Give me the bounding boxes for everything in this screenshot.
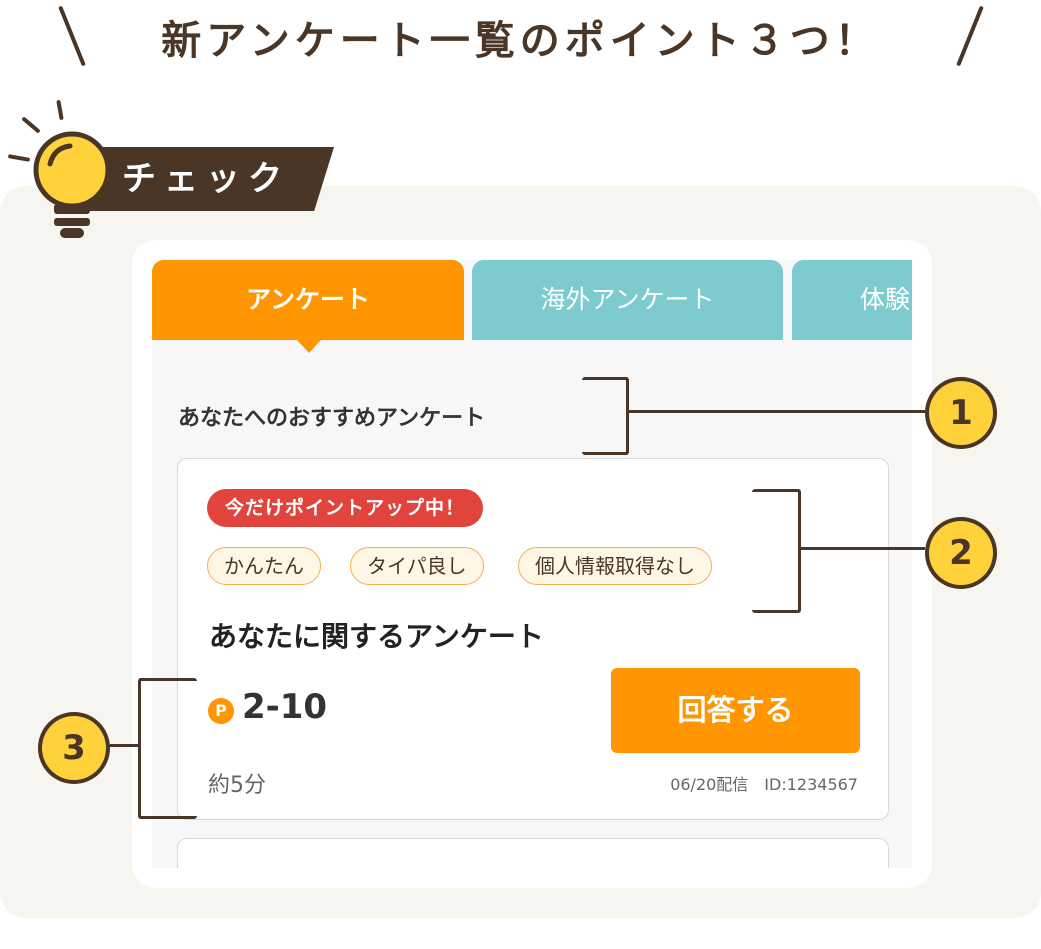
light-ray	[56, 99, 64, 121]
connector-line-2	[801, 547, 925, 550]
check-label: チェック	[122, 159, 290, 199]
connector-line-1	[629, 410, 925, 413]
section-title: あなたへのおすすめアンケート	[178, 406, 486, 431]
callout-2: 2	[925, 517, 997, 589]
check-banner	[86, 147, 334, 211]
tab-overseas-survey[interactable]: 海外アンケート	[472, 260, 783, 340]
promo-badge: 今だけポイントアップ中！	[207, 489, 484, 527]
point-icon: P	[208, 698, 234, 724]
lightbulb-icon	[33, 131, 111, 238]
survey-points: 2-10	[242, 687, 328, 727]
survey-title: あなたに関するアンケート	[209, 620, 544, 653]
app-screen: アンケート 海外アンケート 体験 あなたへのおすすめアンケート 今だけポイントア…	[152, 260, 912, 868]
tag-no-personal-info: 個人情報取得なし	[518, 547, 712, 585]
callout-1: 1	[925, 377, 997, 449]
bracket-1	[582, 377, 629, 455]
answer-button[interactable]: 回答する	[611, 668, 860, 753]
survey-card-next[interactable]	[177, 838, 889, 868]
connector-line-3	[104, 744, 138, 747]
active-tab-pointer	[297, 340, 321, 353]
headline: 新アンケート一覧のポイント３つ！	[161, 18, 880, 64]
tab-survey[interactable]: アンケート	[152, 260, 464, 340]
survey-meta: 06/20配信 ID:1234567	[670, 775, 858, 794]
callout-3: 3	[38, 712, 110, 784]
bracket-3	[138, 678, 197, 819]
light-ray	[7, 154, 31, 162]
survey-duration: 約5分	[208, 773, 266, 798]
tag-easy: かんたん	[207, 547, 321, 585]
bracket-2	[752, 489, 801, 613]
tag-time-efficient: タイパ良し	[350, 547, 484, 585]
survey-card[interactable]: 今だけポイントアップ中！ かんたん タイパ良し 個人情報取得なし あなたに関する…	[177, 458, 889, 820]
tab-experience[interactable]: 体験	[792, 260, 912, 340]
